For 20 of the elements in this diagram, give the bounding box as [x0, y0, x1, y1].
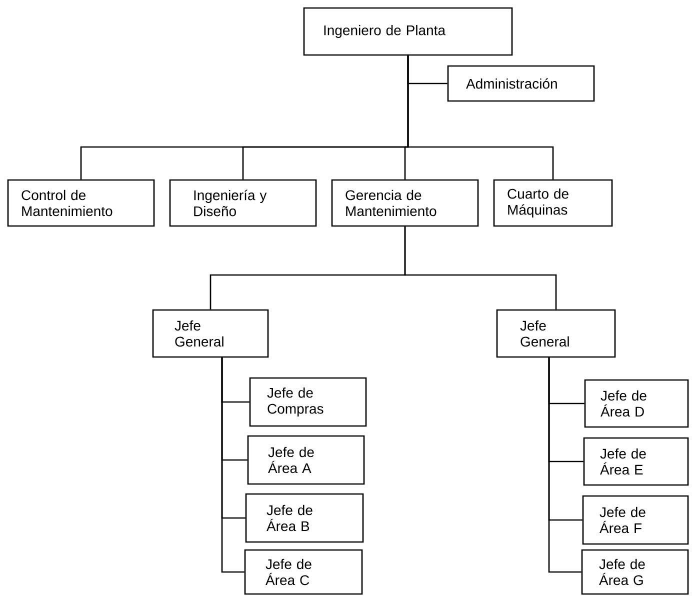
org-box: Jefe de Área D [584, 379, 689, 428]
org-box: Cuarto de Máquinas [493, 179, 613, 227]
org-box: Ingeniería y Diseño [169, 179, 317, 227]
org-box: Ingeniero de Planta [303, 7, 513, 56]
org-box: Jefe de Área C [244, 549, 363, 595]
org-box: Administración [447, 65, 595, 102]
org-box: Jefe de Área F [582, 495, 689, 545]
connector [404, 226, 557, 310]
org-box: Jefe General [152, 309, 269, 358]
org-box: Jefe de Compras [249, 377, 367, 427]
org-box: Jefe de Área B [245, 493, 364, 543]
connector [221, 358, 244, 573]
org-box: Control de Mantenimiento [7, 179, 155, 227]
org-box: Jefe de Área G [581, 549, 689, 595]
org-box: Gerencia de Mantenimiento [331, 179, 479, 227]
connector [407, 56, 554, 180]
org-box: Jefe General [496, 309, 616, 358]
org-box: Jefe de Área A [247, 435, 365, 485]
connector [548, 358, 582, 573]
org-box: Jefe de Área E [583, 437, 689, 486]
